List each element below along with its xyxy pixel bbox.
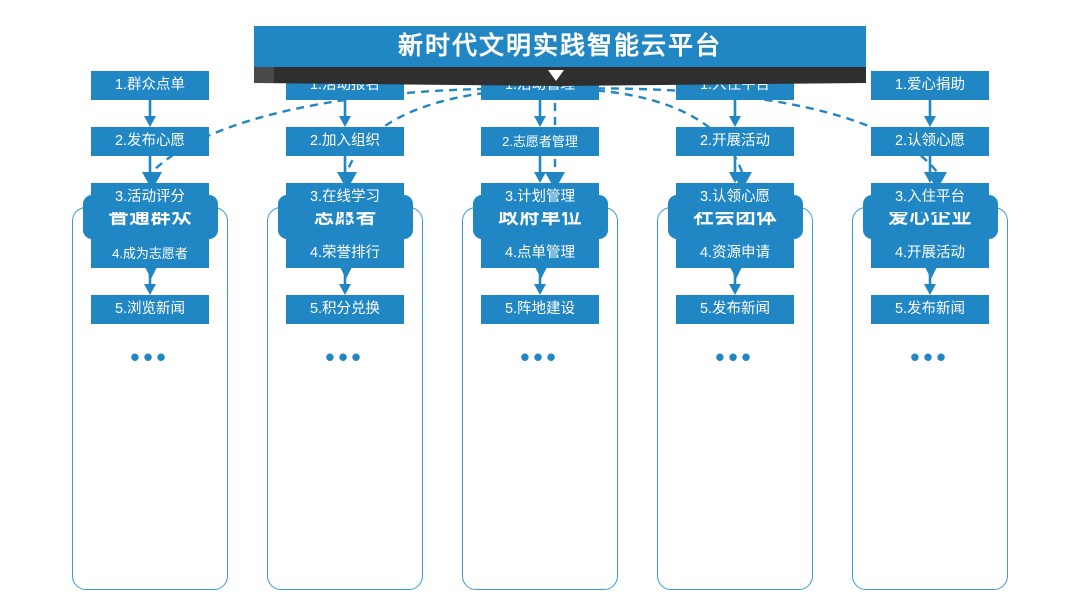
step-label-2-2: 3.计划管理 xyxy=(504,189,576,206)
step-arrow-4-2 xyxy=(871,156,989,183)
more-ellipsis-4: ••• xyxy=(910,342,950,372)
step-box-1-1[interactable]: 2.加入组织 xyxy=(286,127,404,156)
more-ellipsis-3: ••• xyxy=(715,342,755,372)
step-arrow-1-3 xyxy=(286,212,404,239)
step-label-4-2: 3.入住平台 xyxy=(894,189,966,206)
step-box-4-3[interactable]: 4.开展活动 xyxy=(871,239,989,268)
step-label-3-4: 5.发布新闻 xyxy=(699,301,771,318)
step-label-3-2: 3.认领心愿 xyxy=(699,189,771,206)
step-box-4-1[interactable]: 2.认领心愿 xyxy=(871,127,989,156)
step-label-2-3: 4.点单管理 xyxy=(504,245,576,262)
step-box-3-2[interactable]: 3.认领心愿 xyxy=(676,183,794,212)
step-arrow-2-2 xyxy=(481,156,599,183)
step-arrow-3-1 xyxy=(676,100,794,127)
step-label-1-3: 4.荣誉排行 xyxy=(309,245,381,262)
step-arrow-4-3 xyxy=(871,212,989,239)
step-arrow-0-1 xyxy=(91,100,209,127)
step-label-0-3: 4.成为志愿者 xyxy=(112,246,188,261)
step-box-0-4[interactable]: 5.浏览新闻 xyxy=(91,295,209,324)
step-box-1-2[interactable]: 3.在线学习 xyxy=(286,183,404,212)
step-box-0-2[interactable]: 3.活动评分 xyxy=(91,183,209,212)
step-box-0-0[interactable]: 1.群众点单 xyxy=(91,71,209,100)
step-box-2-1[interactable]: 2.志愿者管理 xyxy=(481,127,599,156)
step-list-4: 1.爱心捐助 2.认领心愿 3.入住平台 4.开展活动 5.发布新闻 ••• xyxy=(871,71,989,370)
step-label-3-3: 4.资源申请 xyxy=(699,245,771,262)
step-box-1-4[interactable]: 5.积分兑换 xyxy=(286,295,404,324)
title-ribbon xyxy=(254,66,866,86)
step-arrow-0-4 xyxy=(91,268,209,295)
platform-title: 新时代文明实践智能云平台 xyxy=(397,32,722,60)
step-label-1-2: 3.在线学习 xyxy=(309,189,381,206)
step-label-4-3: 4.开展活动 xyxy=(894,245,966,262)
step-box-0-3[interactable]: 4.成为志愿者 xyxy=(91,239,209,268)
step-list-0: 1.群众点单 2.发布心愿 3.活动评分 4.成为志愿者 5.浏览新闻 ••• xyxy=(91,71,209,370)
more-ellipsis-0: ••• xyxy=(130,342,170,372)
step-box-2-4[interactable]: 5.阵地建设 xyxy=(481,295,599,324)
step-label-4-0: 1.爱心捐助 xyxy=(894,77,966,94)
step-arrow-3-3 xyxy=(676,212,794,239)
step-arrow-1-2 xyxy=(286,156,404,183)
step-box-4-2[interactable]: 3.入住平台 xyxy=(871,183,989,212)
step-arrow-3-2 xyxy=(676,156,794,183)
step-box-4-4[interactable]: 5.发布新闻 xyxy=(871,295,989,324)
step-arrow-2-1 xyxy=(481,100,599,127)
step-label-2-4: 5.阵地建设 xyxy=(504,301,576,318)
step-arrow-4-1 xyxy=(871,100,989,127)
step-label-4-1: 2.认领心愿 xyxy=(894,133,966,150)
step-box-3-1[interactable]: 2.开展活动 xyxy=(676,127,794,156)
step-label-0-4: 5.浏览新闻 xyxy=(114,301,186,318)
step-arrow-2-3 xyxy=(481,212,599,239)
step-box-1-3[interactable]: 4.荣誉排行 xyxy=(286,239,404,268)
step-label-0-1: 2.发布心愿 xyxy=(114,133,186,150)
step-label-0-2: 3.活动评分 xyxy=(114,189,186,206)
step-arrow-1-4 xyxy=(286,268,404,295)
step-arrow-3-4 xyxy=(676,268,794,295)
step-label-2-1: 2.志愿者管理 xyxy=(502,134,578,149)
step-label-0-0: 1.群众点单 xyxy=(114,77,186,94)
step-box-2-2[interactable]: 3.计划管理 xyxy=(481,183,599,212)
more-ellipsis-2: ••• xyxy=(520,342,560,372)
step-box-0-1[interactable]: 2.发布心愿 xyxy=(91,127,209,156)
step-box-3-4[interactable]: 5.发布新闻 xyxy=(676,295,794,324)
step-box-2-3[interactable]: 4.点单管理 xyxy=(481,239,599,268)
step-arrow-0-2 xyxy=(91,156,209,183)
step-box-4-0[interactable]: 1.爱心捐助 xyxy=(871,71,989,100)
step-arrow-4-4 xyxy=(871,268,989,295)
step-label-1-4: 5.积分兑换 xyxy=(309,301,381,318)
platform-title-bar: 新时代文明实践智能云平台 xyxy=(254,26,866,67)
more-ellipsis-1: ••• xyxy=(325,342,365,372)
step-label-1-1: 2.加入组织 xyxy=(309,133,381,150)
step-arrow-1-1 xyxy=(286,100,404,127)
step-arrow-2-4 xyxy=(481,268,599,295)
step-arrow-0-3 xyxy=(91,212,209,239)
step-label-4-4: 5.发布新闻 xyxy=(894,301,966,318)
chevron-down-icon xyxy=(548,69,564,81)
step-label-3-1: 2.开展活动 xyxy=(699,133,771,150)
step-box-3-3[interactable]: 4.资源申请 xyxy=(676,239,794,268)
